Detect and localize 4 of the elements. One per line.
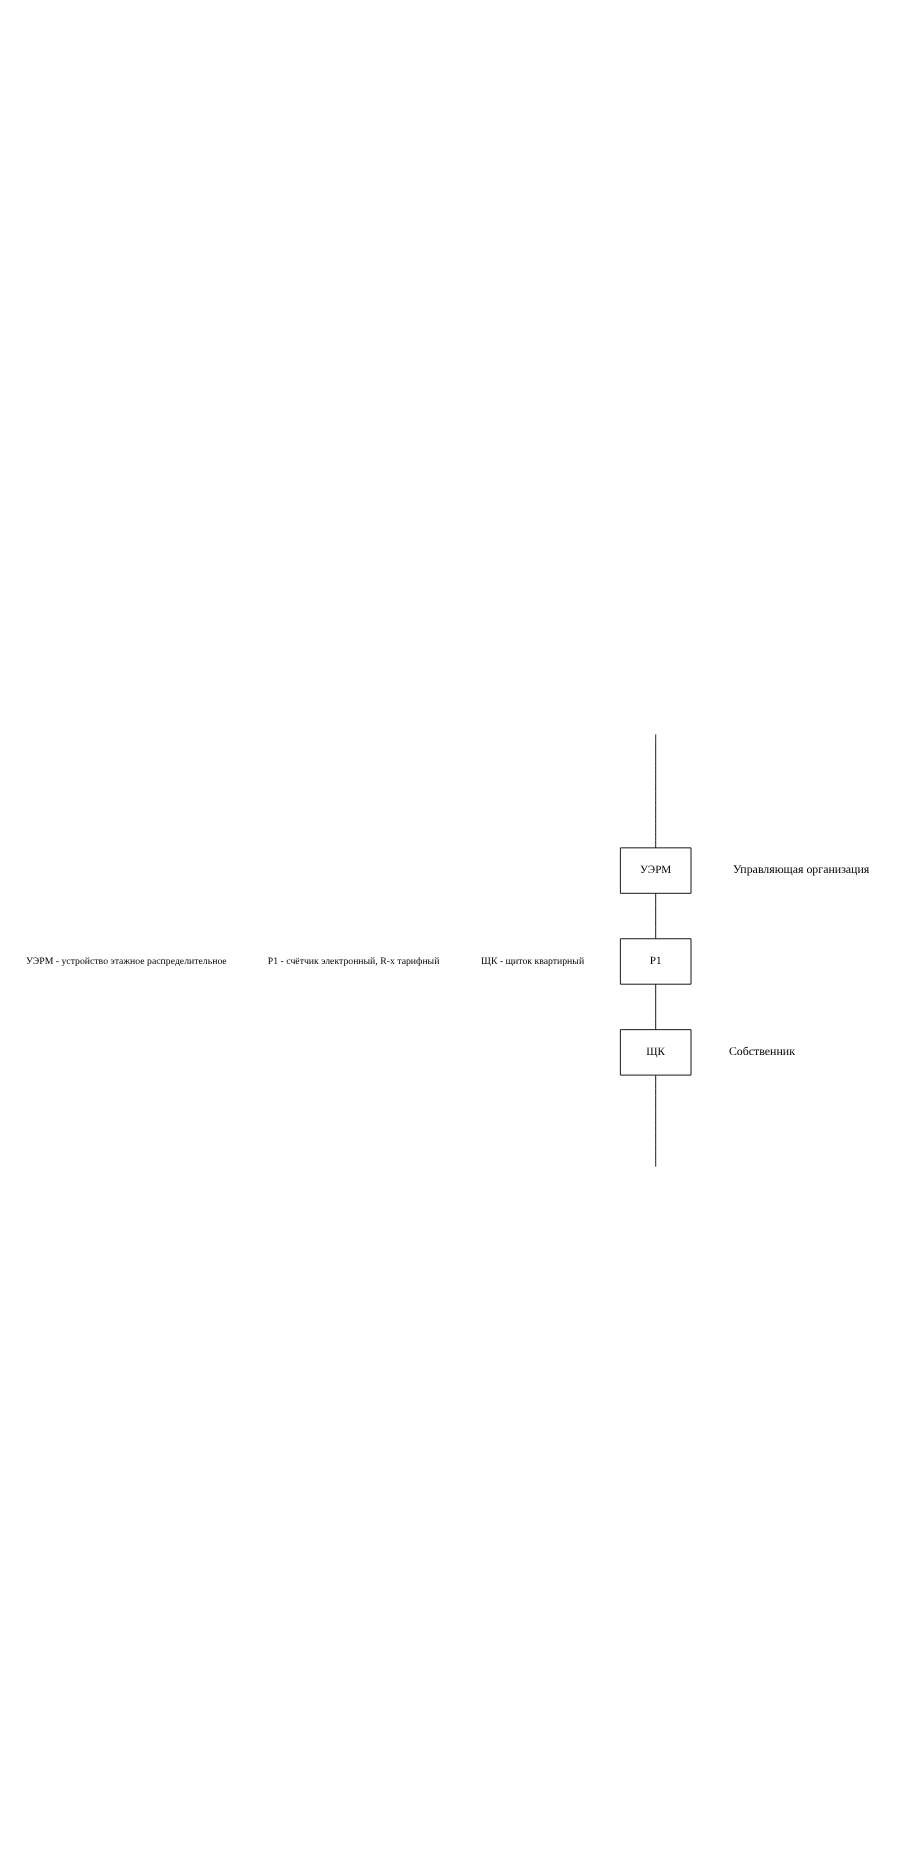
connector	[654, 1073, 656, 1167]
connector	[654, 891, 656, 939]
connector	[654, 982, 656, 1029]
connector	[654, 732, 656, 848]
